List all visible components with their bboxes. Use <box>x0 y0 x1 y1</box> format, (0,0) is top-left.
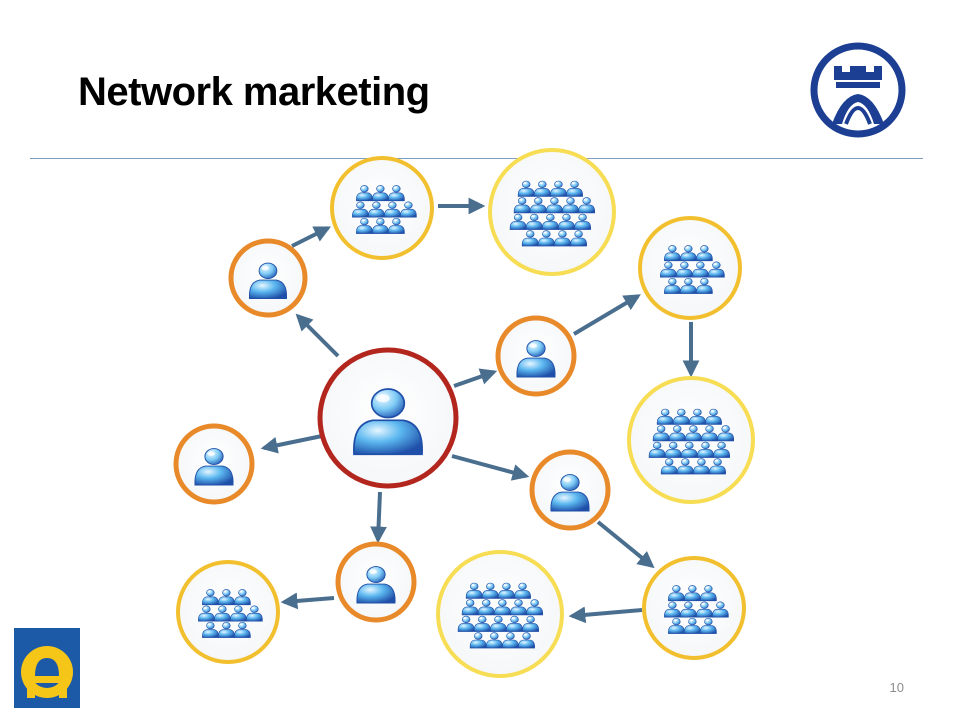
person-icon <box>550 474 590 512</box>
node-g3 <box>638 216 742 320</box>
slide-title: Network marketing <box>78 70 430 114</box>
castle-tower-logo-icon <box>804 38 912 142</box>
node-root <box>317 347 459 489</box>
link-root-m5 <box>370 491 387 544</box>
link-m4-g5 <box>596 520 655 569</box>
node-m4 <box>529 449 611 531</box>
network-links <box>260 197 700 624</box>
node-g7 <box>176 560 280 664</box>
link-root-m2 <box>453 368 498 388</box>
people-group-icon <box>509 180 596 247</box>
link-root-m3 <box>260 434 323 454</box>
people-group-icon <box>660 245 725 294</box>
people-group-icon <box>352 185 417 234</box>
people-group-icon <box>198 589 263 638</box>
person-icon <box>248 262 288 300</box>
page-number: 10 <box>889 680 904 695</box>
node-g1 <box>330 156 434 260</box>
node-m1 <box>228 238 308 318</box>
arch-a-logo-icon <box>14 628 80 708</box>
person-icon <box>516 340 556 378</box>
link-m2-g3 <box>572 294 641 336</box>
node-g6 <box>436 550 564 678</box>
people-group-icon <box>664 585 729 634</box>
node-m5 <box>335 541 417 623</box>
link-root-m1 <box>295 313 340 358</box>
node-g2 <box>488 148 616 276</box>
node-m2 <box>495 315 577 397</box>
person-icon <box>356 566 396 604</box>
link-g5-g6 <box>568 606 643 624</box>
link-m1-g1 <box>291 226 332 248</box>
person-icon <box>353 388 423 456</box>
link-root-m4 <box>451 454 530 481</box>
node-m3 <box>173 423 255 505</box>
network-nodes <box>173 148 755 678</box>
person-icon <box>194 448 234 486</box>
people-group-icon <box>457 582 544 649</box>
node-g4 <box>627 376 755 504</box>
link-m5-g7 <box>280 592 335 610</box>
people-group-icon <box>648 408 735 475</box>
node-g5 <box>642 556 746 660</box>
title-divider <box>30 158 923 159</box>
